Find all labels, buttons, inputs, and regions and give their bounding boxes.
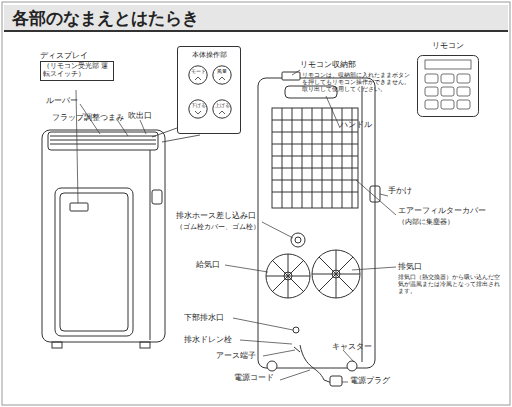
part-name: 吹出口 (128, 111, 168, 120)
button-label: 上げる (212, 104, 232, 109)
part-name: 電源プラグ (350, 376, 410, 385)
button-outline (188, 65, 208, 85)
note-text: リモコンは、収納部に入れたままボタンを押してもリモコン操作ができません。取り出し… (302, 72, 410, 93)
button-circle: 上げる (212, 99, 232, 119)
button-outline (188, 99, 208, 119)
part-name: リモコン収納部 (300, 60, 370, 69)
callout-heading: ディスプレイ (40, 50, 114, 61)
title-rule (4, 30, 508, 32)
remote-heading: リモコン (412, 40, 484, 51)
part-name: キャスター (332, 342, 392, 351)
control-panel-inset: 本体操作部モード風量下げる上げる (177, 46, 241, 134)
part-name: 排気口 (398, 262, 458, 271)
callout-text: （リモコン受光部 運転スイッチ） (40, 61, 114, 81)
part-name: 電源コード (234, 373, 294, 382)
remote-outline (417, 55, 479, 117)
part-name: 給気口 (196, 260, 236, 269)
part-name: ルーバー (46, 96, 106, 105)
part-note: （ゴム栓カバー、ゴム栓） (176, 224, 276, 231)
button-circle: 下げる (188, 99, 208, 119)
part-note: （内部に集塵器） (398, 218, 498, 226)
part-name: エアーフィルターカバー (398, 206, 498, 215)
title-band (4, 5, 508, 31)
button-outline (212, 65, 232, 85)
button-label: モード (188, 70, 208, 75)
remote-body (417, 55, 479, 117)
button-circle: モード (188, 65, 208, 85)
note-text: 排気口（熱交換器）から吸い込んだ空気が温風または冷風となって排出されます。 (398, 274, 504, 295)
part-name: ハンドル (340, 120, 380, 129)
part-name: 排水ホース差し込み口 (176, 212, 276, 221)
remote-control: リモコン (412, 40, 484, 117)
part-name: 手かけ (388, 186, 428, 195)
button-label: 風量 (212, 70, 232, 75)
part-name: アース端子 (216, 351, 276, 360)
part-name: 排水ドレン栓 (184, 335, 244, 344)
part-name: フラップ調整つまみ (52, 113, 132, 122)
back-unit (258, 72, 380, 386)
part-name: 下部排水口 (184, 313, 244, 322)
panel-heading: 本体操作部 (178, 50, 240, 60)
front-unit (42, 130, 165, 348)
button-outline (212, 99, 232, 119)
callout-box: ディスプレイ（リモコン受光部 運転スイッチ） (40, 50, 114, 81)
button-label: 下げる (188, 104, 208, 109)
diagram-title: 各部のなまえとはたらき (12, 7, 199, 30)
button-circle: 風量 (212, 65, 232, 85)
